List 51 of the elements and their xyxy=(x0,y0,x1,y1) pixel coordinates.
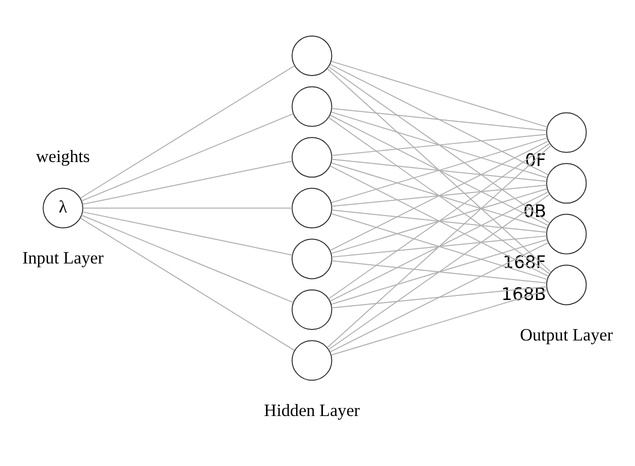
connector xyxy=(330,63,549,175)
connector xyxy=(331,107,548,131)
node-circle xyxy=(546,264,587,305)
connector xyxy=(330,140,549,250)
connector xyxy=(330,164,549,276)
connector xyxy=(330,190,549,302)
label: weights xyxy=(36,146,90,166)
connector xyxy=(80,64,295,198)
connector xyxy=(328,116,550,274)
connector xyxy=(326,68,552,272)
connector xyxy=(330,289,548,355)
connector xyxy=(331,209,548,232)
node-circle xyxy=(292,136,332,178)
node-circle xyxy=(546,162,587,204)
node-circle: λ xyxy=(42,187,84,228)
connector xyxy=(80,217,295,350)
connector xyxy=(81,214,294,303)
node-circle xyxy=(292,238,332,279)
label: Hidden Layer xyxy=(264,400,360,420)
node-circle xyxy=(546,112,587,152)
connector xyxy=(331,158,548,182)
node-circle xyxy=(292,187,332,228)
label: Input Layer xyxy=(22,248,104,267)
connector xyxy=(331,260,548,283)
label: Output Layer xyxy=(520,324,613,344)
connector xyxy=(82,210,293,256)
connector xyxy=(328,193,550,350)
connector xyxy=(330,238,548,304)
connector xyxy=(331,286,548,308)
connector xyxy=(330,111,548,178)
connector xyxy=(82,160,293,204)
connector xyxy=(82,207,293,208)
node-circle xyxy=(292,340,332,380)
node-circle xyxy=(546,213,587,254)
node-circle xyxy=(292,34,332,76)
connector xyxy=(331,234,548,258)
connector xyxy=(331,184,548,206)
connector xyxy=(328,66,550,224)
node-circle xyxy=(292,86,332,126)
connector xyxy=(328,142,550,299)
connector xyxy=(330,242,549,352)
connector xyxy=(330,114,549,226)
connector xyxy=(330,136,548,203)
connector xyxy=(326,144,552,348)
node-circle xyxy=(292,288,332,330)
connector xyxy=(330,162,548,229)
connector xyxy=(330,188,548,254)
connector xyxy=(81,112,294,201)
connector xyxy=(331,133,548,156)
connector xyxy=(330,60,548,128)
connector xyxy=(330,212,548,280)
